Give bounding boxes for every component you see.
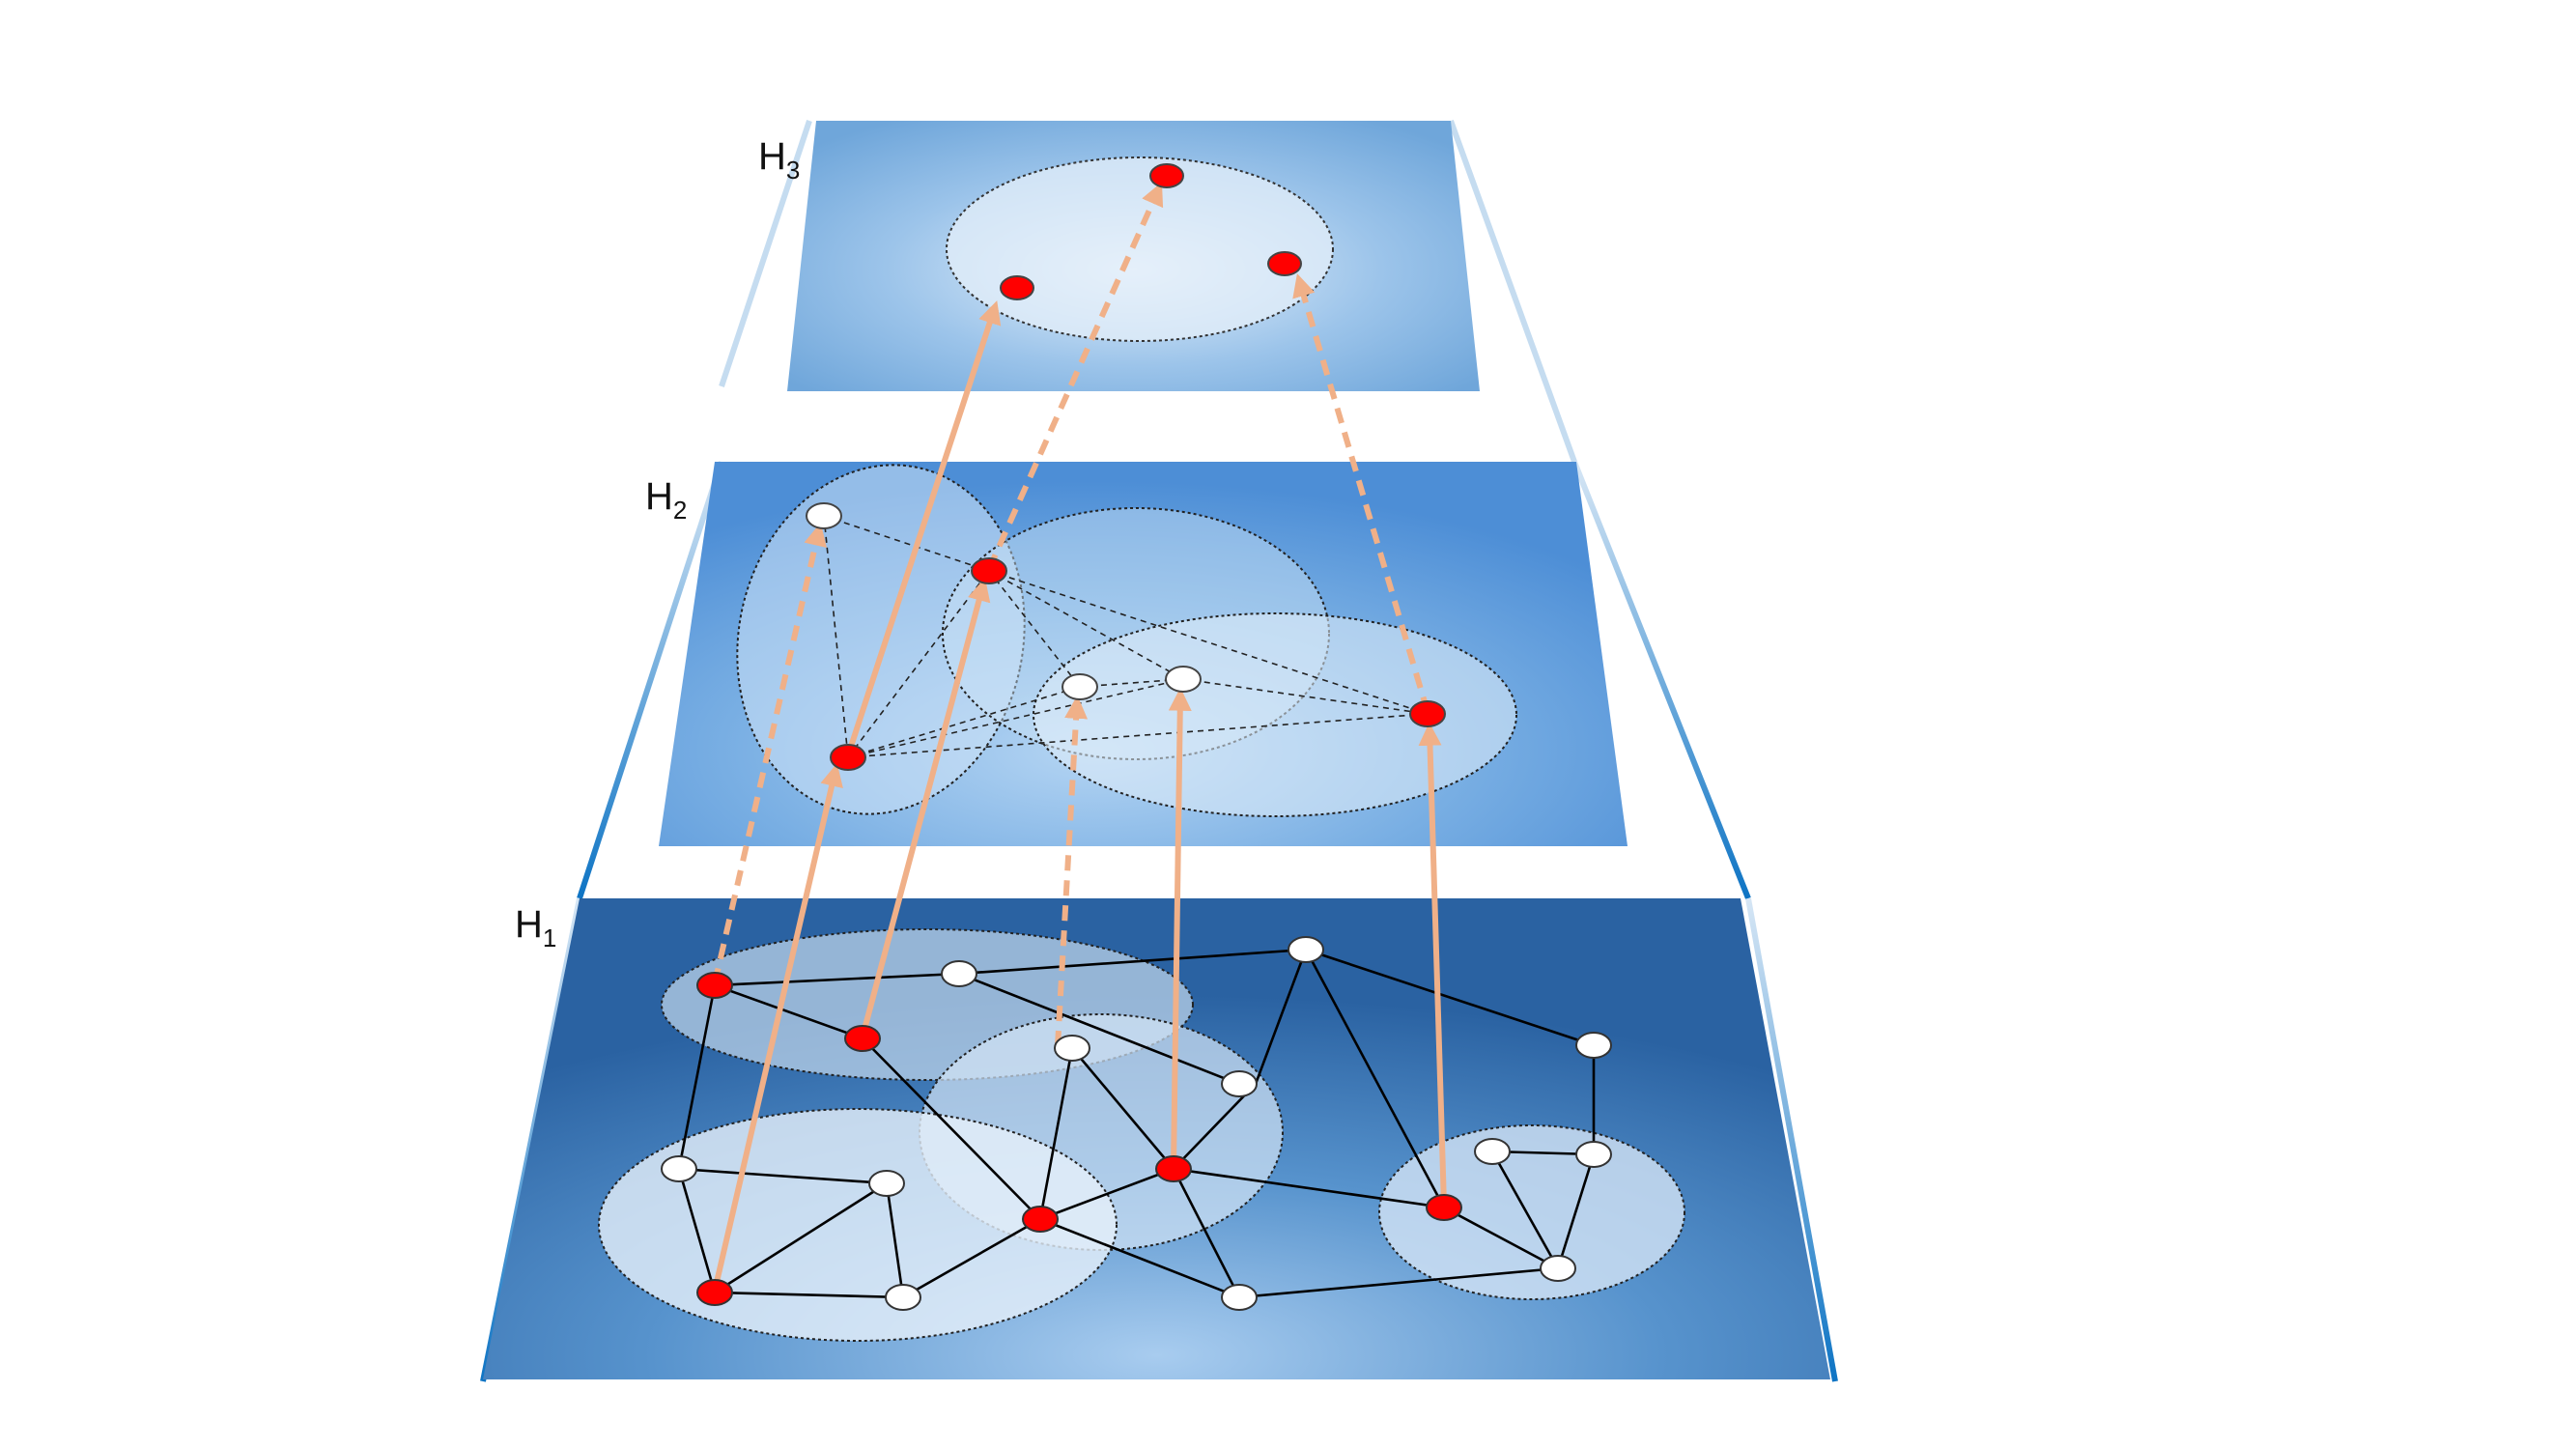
graph-edge [1182, 678, 1429, 715]
plain-node [941, 960, 977, 987]
graph-edge [714, 983, 863, 1040]
graph-edge [847, 678, 1184, 758]
graph-edge [823, 515, 990, 572]
graph-edge [823, 515, 849, 758]
graph-edge [885, 1182, 905, 1298]
layer-h2 [659, 462, 1628, 846]
layer-label-h3: H3 [758, 135, 800, 185]
selected-node [830, 744, 866, 771]
graph-edge [714, 972, 960, 987]
layer-label-h2: H2 [645, 475, 687, 525]
graph-edge [847, 686, 1081, 758]
selected-node [1000, 275, 1034, 300]
selected-node [696, 1279, 733, 1306]
selected-node [1267, 251, 1302, 276]
graph-edge [1039, 1167, 1175, 1221]
plain-node [1288, 936, 1324, 963]
plain-node [1575, 1141, 1612, 1168]
cluster-ellipse [946, 156, 1334, 342]
graph-edge [847, 570, 990, 758]
selected-node [1155, 1155, 1192, 1182]
cluster-ellipse [736, 464, 1026, 815]
layer-label-h1: H1 [515, 903, 556, 952]
graph-edge [1556, 1153, 1596, 1269]
plain-node [1165, 666, 1202, 693]
graph-edge [714, 1181, 888, 1294]
graph-edge [1173, 1167, 1445, 1209]
frame-line [577, 461, 724, 899]
selected-node [696, 972, 733, 999]
graph-edge [988, 570, 1429, 715]
graph-edge [902, 1217, 1041, 1299]
h2-nodes [806, 502, 1446, 771]
plain-node [1221, 1284, 1258, 1311]
arrow-solid [1168, 687, 1192, 1168]
arrow-solid [860, 578, 991, 1037]
plain-node [1221, 1070, 1258, 1097]
graph-edge [1039, 1217, 1240, 1299]
graph-edge [1490, 1151, 1560, 1269]
h1-edges [677, 948, 1596, 1299]
graph-edge [988, 570, 1184, 680]
selected-node [1149, 163, 1184, 188]
graph-edge [1443, 1206, 1559, 1270]
plain-node [868, 1170, 905, 1197]
frame-line [1745, 897, 1838, 1382]
inter-layer-arrows [712, 182, 1447, 1292]
graph-edge [1172, 1168, 1241, 1298]
graph-edge [1238, 1266, 1559, 1299]
graph-edge [714, 1291, 904, 1299]
frame-line [1571, 460, 1751, 900]
arrow-solid [845, 300, 1002, 756]
frame-line [1448, 119, 1577, 464]
graph-edge [1071, 1047, 1175, 1170]
graph-edge [1254, 949, 1308, 1085]
graph-edge [678, 1167, 888, 1185]
layer-h1 [483, 898, 1830, 1379]
graph-edge [1038, 1047, 1074, 1220]
plain-node [661, 1155, 697, 1182]
cluster-ellipse [1378, 1124, 1685, 1300]
h1-nodes [661, 936, 1612, 1311]
arrow-solid [1418, 722, 1447, 1207]
graph-edge [988, 570, 1081, 688]
graph-edge [958, 948, 1307, 976]
arrow-dashed [712, 522, 827, 984]
graph-edge [1173, 1083, 1257, 1170]
graph-edge [862, 1037, 1041, 1220]
selected-node [1409, 700, 1446, 727]
plain-node [885, 1284, 921, 1311]
plain-node [1474, 1138, 1511, 1165]
plain-node [1054, 1035, 1090, 1062]
plain-node [806, 502, 842, 529]
plain-node [1062, 673, 1098, 700]
arrow-solid [712, 762, 843, 1292]
h3-nodes [1000, 163, 1302, 300]
graph-edge [958, 972, 1239, 1086]
plain-node [1575, 1032, 1612, 1059]
graph-edge [847, 713, 1429, 758]
selected-node [1022, 1206, 1059, 1233]
arrow-dashed [1055, 695, 1089, 1047]
plain-node [1540, 1255, 1576, 1282]
layer-h3 [787, 121, 1480, 391]
graph-edge [677, 984, 717, 1170]
selected-node [1426, 1194, 1462, 1221]
graph-edge [677, 1168, 717, 1293]
selected-node [844, 1025, 881, 1052]
cluster-ellipse [1033, 612, 1517, 817]
arrow-dashed [986, 182, 1164, 571]
frame-line [719, 120, 812, 387]
selected-node [971, 557, 1007, 584]
graph-edge [1305, 948, 1595, 1047]
graph-edge [1304, 949, 1446, 1208]
